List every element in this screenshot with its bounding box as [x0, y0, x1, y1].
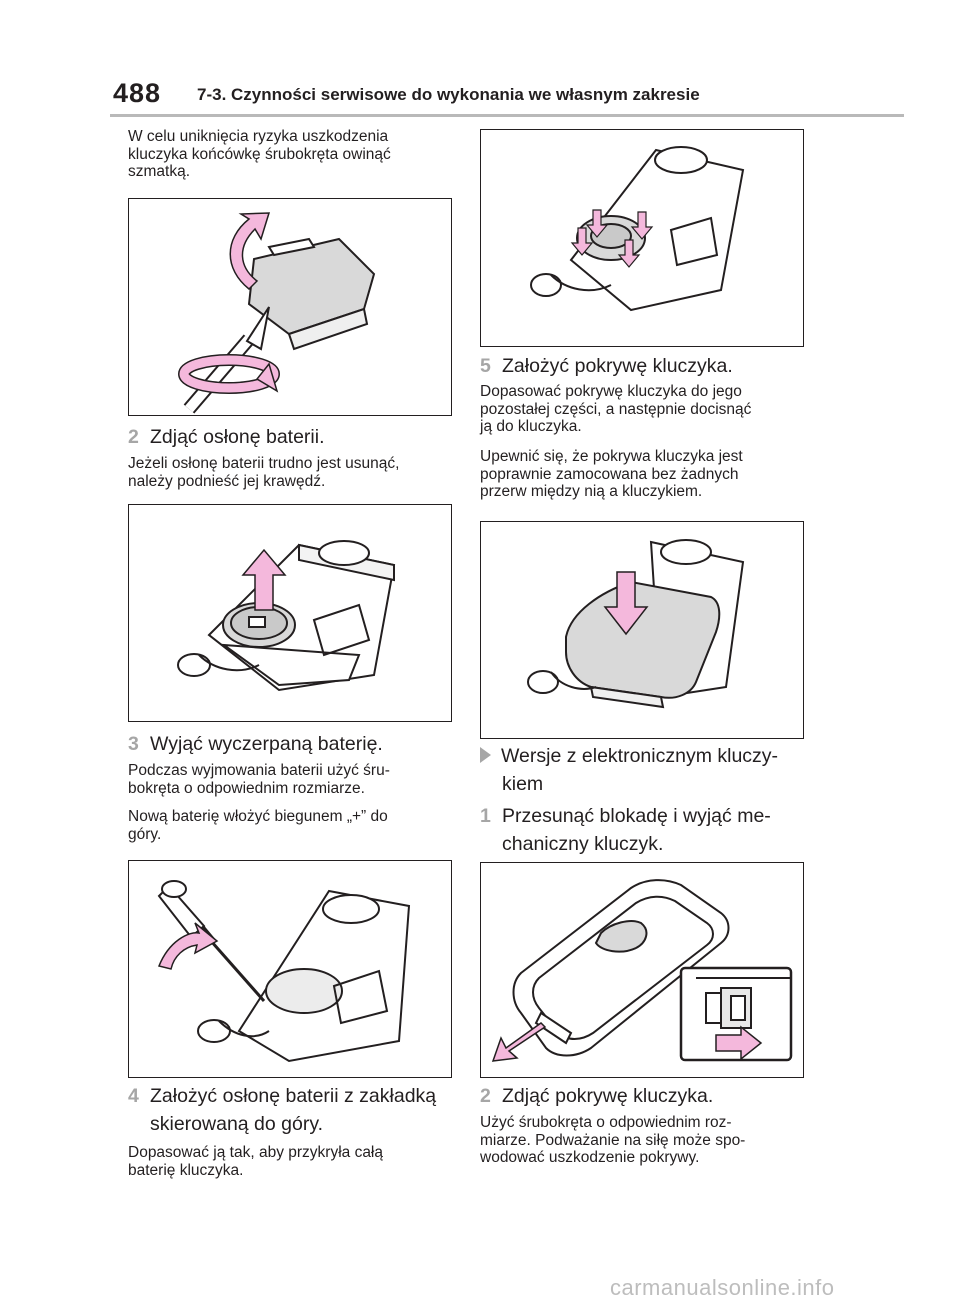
page-header: 488 7-3. Czynności serwisowe do wykonani… — [0, 0, 960, 120]
intro-text: W celu uniknięcia ryzyka uszkodzenia klu… — [128, 128, 391, 180]
step-2-description: Jeżeli osłonę baterii trudno jest usunąć… — [128, 455, 400, 490]
step-3-description-1: Podczas wyjmowania baterii użyć śru- bok… — [128, 762, 390, 797]
section-title: 7-3. Czynności serwisowe do wykonania we… — [197, 85, 700, 104]
watermark: carmanualsonline.info — [610, 1275, 835, 1300]
figure-pry-cover — [128, 198, 452, 416]
figure-insert-battery — [480, 129, 804, 347]
figure-install-key-cover — [480, 521, 804, 739]
figure-remove-battery — [128, 860, 452, 1078]
step-3-description-2: Nową baterię włożyć biegunem „+” do góry… — [128, 808, 388, 843]
triangle-bullet-icon — [480, 746, 491, 763]
step-5-description-2: Upewnić się, że pokrywa kluczyka jest po… — [480, 448, 743, 500]
step-4-description: Dopasować ją tak, aby przykryła całą bat… — [128, 1144, 384, 1179]
figure-release-mechanical-key — [480, 862, 804, 1078]
page-number: 488 — [113, 78, 162, 108]
step-2b-description: Użyć śrubokręta o odpowiednim roz- miarz… — [480, 1114, 746, 1166]
subsection-heading: Wersje z elektronicznym kluczy- kiem — [480, 742, 778, 798]
step-5-description-1: Dopasować pokrywę kluczyka do jego pozos… — [480, 383, 752, 435]
header-rule — [110, 114, 904, 117]
figure-remove-battery-cover — [128, 504, 452, 722]
